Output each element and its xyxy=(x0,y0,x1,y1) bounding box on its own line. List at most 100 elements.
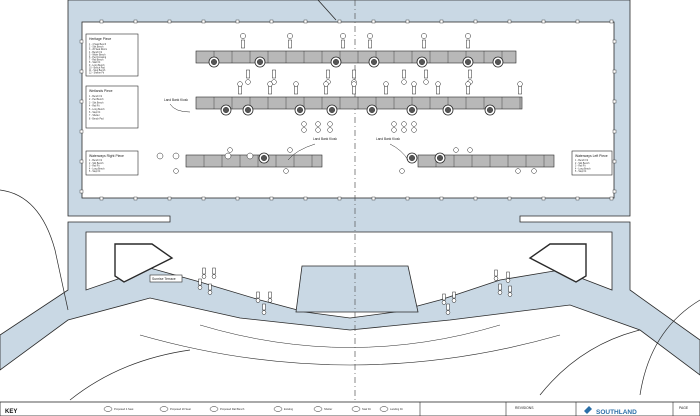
person-marker xyxy=(287,147,293,153)
edge-tick xyxy=(337,19,342,24)
kiosk-core xyxy=(445,106,452,113)
callout-leader-left xyxy=(169,103,191,113)
section-line: 2 - Slot Bench xyxy=(89,162,104,165)
edge-tick xyxy=(235,196,240,201)
standing-marker xyxy=(402,69,406,79)
lower-person-marker xyxy=(261,310,267,315)
lower-standing-marker xyxy=(256,291,260,299)
section-line: 8 - Stair Fit xyxy=(89,61,101,64)
edge-tick xyxy=(405,196,410,201)
person-marker xyxy=(401,127,407,133)
standing-marker xyxy=(294,85,298,95)
section-line: 1 - Bench Fit xyxy=(89,159,102,162)
edge-tick xyxy=(269,19,274,24)
lower-standing-marker xyxy=(508,285,512,293)
central-stage xyxy=(295,265,419,313)
person-marker xyxy=(401,79,407,85)
legend-strip xyxy=(0,401,700,416)
section-line: 8 - Bench Pad xyxy=(89,118,104,120)
person-marker xyxy=(383,81,389,87)
person-marker xyxy=(411,127,417,133)
lower-standing-marker xyxy=(442,293,446,301)
person-marker xyxy=(227,147,233,153)
edge-tick xyxy=(201,19,206,24)
person-marker xyxy=(301,127,307,133)
person-marker xyxy=(323,81,329,87)
person-marker xyxy=(367,33,373,39)
legend-key-label: KEY xyxy=(5,409,17,415)
section-line: 3 - Rail Fit xyxy=(575,165,586,168)
person-marker xyxy=(246,152,254,160)
lower-person-marker xyxy=(255,298,261,303)
person-marker xyxy=(435,81,441,87)
section-title-waterways-right: Waterways Right Piece xyxy=(89,154,124,158)
person-marker xyxy=(517,81,523,87)
section-line: 6 - Ped Crossing xyxy=(89,56,107,59)
edge-tick xyxy=(99,196,104,201)
bench-dividers xyxy=(203,51,545,167)
edge-tick xyxy=(541,19,546,24)
edge-tick xyxy=(405,19,410,24)
section-line: 9 - Long Bench xyxy=(89,65,105,67)
revisions-label: REVISIONS xyxy=(515,406,534,410)
section-title-heritage: Heritage Piece xyxy=(89,37,111,41)
edge-tick xyxy=(167,196,172,201)
lower-standing-marker xyxy=(268,291,272,299)
company-name: SOUTHLAND xyxy=(596,409,637,416)
lower-standing-marker xyxy=(452,291,456,299)
section-line: 10 - Bench Pad xyxy=(89,67,106,69)
section-line: 2 - Slot Bench xyxy=(575,162,590,165)
walkway-arc-inner xyxy=(199,324,501,348)
landscape-curve-right xyxy=(639,299,700,396)
person-marker xyxy=(411,121,417,127)
edge-tick xyxy=(371,19,376,24)
edge-tick xyxy=(201,196,206,201)
lower-standing-marker xyxy=(494,269,498,277)
lower-person-marker xyxy=(493,276,499,281)
section-line: 3 - 20 Seat Room xyxy=(89,48,107,51)
section-title-waterways-left: Waterways Left Piece xyxy=(575,154,608,158)
person-marker xyxy=(423,79,429,85)
section-line: 4 - Rail Fit xyxy=(89,105,100,108)
kiosk-core xyxy=(495,59,502,66)
edge-tick xyxy=(541,196,546,201)
callout-leader-right xyxy=(389,143,409,161)
standing-marker xyxy=(368,39,372,49)
legend-swatch xyxy=(209,406,219,412)
lower-person-marker xyxy=(505,278,511,283)
kiosk-core xyxy=(222,106,229,113)
edge-tick xyxy=(609,19,614,24)
kiosk-core xyxy=(329,106,336,113)
person-marker xyxy=(245,79,251,85)
lower-standing-marker xyxy=(498,283,502,291)
standing-marker xyxy=(241,39,245,49)
standing-marker xyxy=(518,85,522,95)
standing-marker xyxy=(324,85,328,95)
edge-tick xyxy=(79,129,84,134)
person-marker xyxy=(315,127,321,133)
lower-person-marker xyxy=(197,285,203,290)
standing-marker xyxy=(466,85,470,95)
lower-standing-marker xyxy=(506,271,510,279)
edge-tick xyxy=(79,39,84,44)
edge-tick xyxy=(79,159,84,164)
edge-tick xyxy=(609,196,614,201)
person-marker xyxy=(515,168,521,174)
edge-tick xyxy=(612,39,617,44)
person-marker xyxy=(340,33,346,39)
legend-label: Landing Fit xyxy=(390,407,403,411)
callout-leader-middle xyxy=(287,143,316,161)
person-marker xyxy=(283,168,289,174)
lower-standing-marker xyxy=(202,267,206,275)
lower-person-marker xyxy=(445,310,451,315)
lower-person-marker xyxy=(207,290,213,295)
section-line: 5 - Wider Bench xyxy=(89,53,106,56)
section-line: 1 - 4 Seat Bench xyxy=(89,43,107,46)
edge-tick xyxy=(269,196,274,201)
kiosk-core xyxy=(465,59,472,66)
lower-people-markers xyxy=(197,267,513,315)
